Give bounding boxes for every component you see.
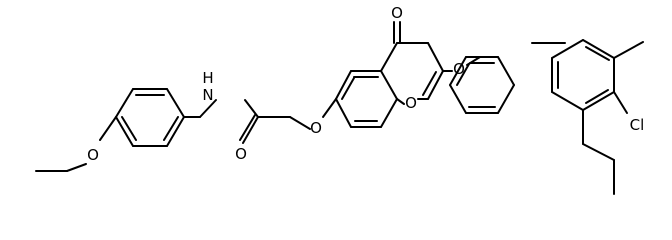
- ethoxyphenyl-group: [35, 88, 201, 172]
- aryloxy-group: [442, 56, 515, 114]
- chlorine-label: Cl: [630, 116, 645, 134]
- chromone-core: [335, 21, 444, 128]
- aryloxy-oxygen-label: O: [453, 60, 465, 78]
- ethoxy-oxygen-label: O: [87, 146, 99, 164]
- ring-oxygen-label: O: [405, 94, 417, 112]
- right-aryl-ring: [465, 39, 644, 195]
- acetamide-linker: [199, 98, 337, 144]
- amide-nitrogen-label: N: [202, 86, 213, 104]
- amide-hydrogen-label: H: [202, 69, 213, 87]
- atom-labels: O O O O N H O O Cl: [87, 4, 644, 164]
- amide-oxygen-label: O: [235, 145, 247, 163]
- carbonyl-oxygen-label: O: [391, 4, 403, 22]
- ether-oxygen-label: O: [310, 119, 322, 137]
- chemical-structure: O O O O N H O O Cl: [35, 4, 644, 195]
